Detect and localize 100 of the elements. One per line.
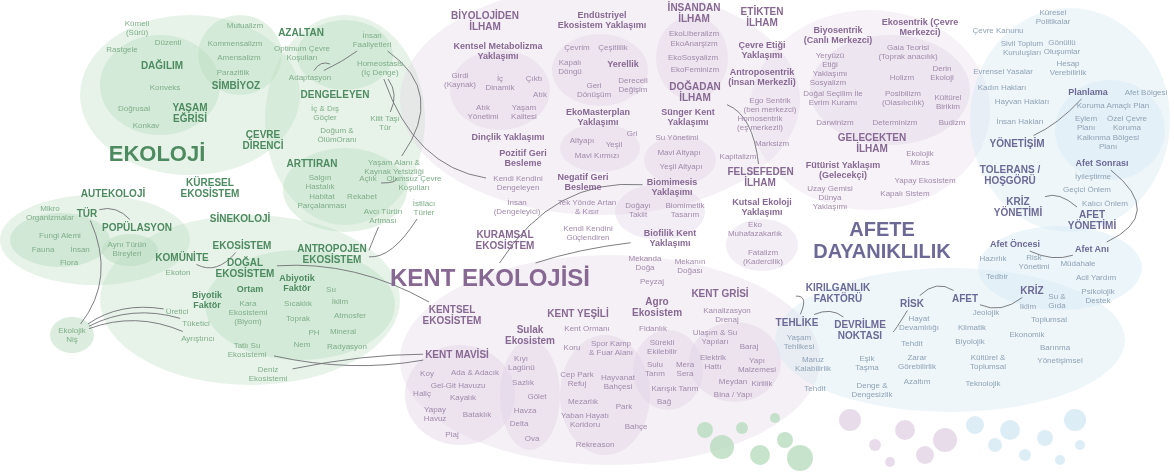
- approach-heading: Planlama: [1068, 87, 1108, 97]
- term-label: Kıyı Lagünü: [508, 354, 534, 372]
- term-label: Atık: [533, 89, 547, 99]
- term-label: Kilit Taşı Tür: [370, 114, 400, 132]
- term-label: Doğayı Taklit: [624, 201, 652, 219]
- category-heading: SİNEKOLOJİ: [209, 212, 271, 224]
- term-label: Kapalı Sistem: [880, 188, 930, 198]
- category-heading: KRİZ: [1020, 284, 1044, 296]
- connector-line: [795, 295, 805, 315]
- term-label: Yapı Malzemesi: [736, 356, 778, 374]
- approach-heading: Kutsal Ekoloji Yaklaşımı: [731, 197, 793, 217]
- term-label: Ulaşım & Su Yapıları: [691, 328, 739, 346]
- term-label: Deniz Ekosistemi: [245, 365, 291, 383]
- term-label: Tek Yönde Artan & Kısır: [556, 198, 618, 216]
- term-label: EkoFeminizm: [670, 64, 720, 74]
- category-heading: DEVRİLME NOKTASI: [829, 319, 891, 341]
- term-label: Özel Çevre Koruma: [1106, 114, 1148, 132]
- connector-line: [813, 310, 844, 318]
- term-label: Tehdit: [804, 383, 826, 393]
- term-label: Yapay Havuz: [422, 405, 448, 423]
- term-label: Tüketici: [182, 318, 210, 328]
- term-label: Hayvan Hakları: [994, 96, 1050, 106]
- main-heading: KENT EKOLOJİSİ: [390, 265, 590, 291]
- connector-line: [892, 310, 908, 333]
- connector-line: [1029, 250, 1074, 259]
- term-label: Tehdit: [901, 338, 923, 348]
- term-label: Kapitalizm: [719, 151, 757, 161]
- connector-line: [98, 208, 131, 220]
- category-heading: AFET YÖNETİMİ: [1067, 209, 1117, 231]
- term-label: Karışık Tarım: [651, 383, 699, 393]
- connector-line: [499, 183, 643, 264]
- term-label: Sosyalizm: [809, 77, 847, 87]
- term-label: Bataklık: [462, 409, 492, 419]
- category-heading: ARTTIRAN: [286, 157, 338, 169]
- category-heading: AUTEKOLOJİ: [80, 187, 146, 199]
- term-label: Girdi (Kaynak): [443, 71, 477, 89]
- term-label: İnsan Hakları: [996, 116, 1044, 126]
- approach-heading: Biofilik Kent Yaklaşımı: [632, 228, 708, 248]
- term-label: Mezarlık: [567, 396, 599, 406]
- term-label: Yeşil: [605, 139, 623, 149]
- term-label: Kirlilik: [751, 378, 773, 388]
- category-heading: TOLERANS / HOŞGÖRÜ: [978, 164, 1042, 186]
- term-label: Rekreason: [575, 439, 615, 449]
- term-label: Ova: [524, 433, 540, 443]
- term-label: Acil Yardım: [1075, 272, 1117, 282]
- term-label: Flora: [59, 257, 79, 267]
- term-label: Sıcaklık: [284, 298, 312, 308]
- connector-line: [292, 353, 424, 370]
- term-label: Determinizm: [872, 117, 918, 127]
- term-label: Posibilizm (Olasılıcılık): [880, 89, 926, 107]
- term-label: Koruma Amaçlı Plan: [1076, 100, 1150, 110]
- term-label: Kommensalizm: [207, 38, 263, 48]
- term-label: İstilacı Türler: [407, 199, 441, 217]
- term-label: Yaşam Alanı & Kaynak Yetsizliği: [359, 158, 429, 176]
- connector-line: [919, 285, 955, 296]
- term-label: Geri Dönüşüm: [575, 81, 613, 99]
- category-heading: KIRILGANLIK FAKTÖRÜ: [798, 282, 878, 304]
- approach-heading: Negatif Geri Besleme: [556, 172, 610, 192]
- approach-heading: Antroposentrik (İnsan Merkezli): [728, 67, 796, 87]
- term-label: Ego Sentrik (ben merkezci): [742, 96, 798, 114]
- term-label: Kara Ekosistemi (Biyom): [227, 298, 269, 326]
- term-label: Kadın Hakları: [977, 82, 1027, 92]
- term-label: Salgın Hastalık: [304, 173, 336, 191]
- term-label: EkoSosyalizm: [667, 52, 719, 62]
- connector-line: [276, 264, 430, 303]
- term-label: Bina / Yapı: [713, 389, 753, 399]
- category-heading: DENGELEYEN: [300, 88, 370, 100]
- term-label: Aynı Türün Bireyleri: [106, 240, 148, 258]
- term-label: Gri: [626, 128, 638, 138]
- term-label: Park: [615, 401, 633, 411]
- category-heading: KENT MAVİSİ: [425, 348, 489, 360]
- term-label: Kültürel & Toplumsal: [969, 353, 1007, 371]
- term-label: Su Yönetimi: [655, 132, 699, 142]
- term-label: Yapay Ekosistem: [894, 175, 956, 185]
- term-label: Çeşitlilik: [598, 42, 628, 52]
- term-label: EkoLiberalizm: [668, 28, 720, 38]
- term-label: Eşik Taşma: [854, 354, 880, 372]
- connector-line: [726, 104, 759, 165]
- connector-line: [380, 177, 397, 184]
- category-heading: KOMÜNİTE: [155, 251, 209, 263]
- term-label: İnsan (Dengeleyici): [493, 198, 541, 216]
- approach-heading: Fütürist Yaklaşım (Gelecekçi): [804, 160, 882, 180]
- term-label: Küresel Politikalar: [1034, 8, 1072, 26]
- category-heading: KRİZ YÖNETİMİ: [993, 196, 1043, 218]
- term-label: Tatlı Su Ekosistemi: [222, 341, 272, 359]
- main-heading: AFETE DAYANIKLILIK: [812, 218, 952, 262]
- approach-heading: Ekosentrik (Çevre Merkezci): [880, 17, 960, 37]
- category-heading: FELSEFEDEN İLHAM: [727, 166, 793, 188]
- term-label: Jeolojik: [972, 307, 1000, 317]
- term-label: Fauna: [31, 244, 55, 254]
- term-label: Dereceli Değişim: [617, 76, 649, 94]
- connector-line: [273, 355, 424, 367]
- term-label: Eylem Planı: [1074, 114, 1098, 132]
- term-label: Hesap Verebilirlik: [1048, 59, 1088, 77]
- term-label: Mavi Kırmızı: [574, 150, 620, 160]
- term-label: Kendi Kendini Dengeleyen: [488, 174, 548, 192]
- connector-line: [1044, 194, 1078, 208]
- term-label: İç & Dış Göçler: [310, 104, 340, 122]
- term-label: Zarar Görebilirlik: [897, 353, 937, 371]
- term-label: Mekanın Doğası: [673, 257, 707, 275]
